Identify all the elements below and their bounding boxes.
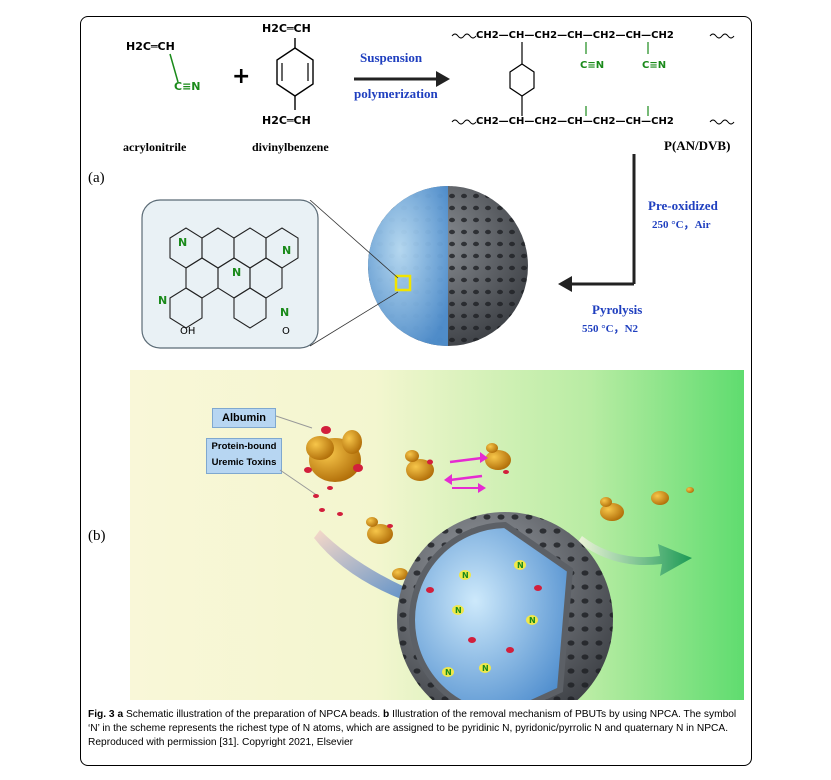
structure-n-4: N bbox=[158, 294, 168, 307]
reaction-line1: Suspension bbox=[360, 50, 423, 65]
figure-caption: Fig. 3 a Schematic illustration of the p… bbox=[88, 708, 748, 750]
polymer-nitrile-1: C≡N bbox=[580, 60, 605, 71]
albumin-small-2 bbox=[485, 443, 511, 474]
caption-b-text: Illustration of the removal mechanism of… bbox=[88, 709, 737, 748]
npca-bead-a bbox=[368, 186, 528, 346]
bead-n-5: N bbox=[482, 664, 489, 673]
structure-n-5: N bbox=[280, 306, 290, 319]
toxin-label: Protein-bound Uremic Toxins bbox=[206, 438, 282, 474]
step2-title: Pyrolysis bbox=[592, 302, 643, 317]
benzene-ring bbox=[276, 38, 314, 110]
equilibrium-arrows bbox=[444, 452, 488, 493]
albumin-large bbox=[304, 426, 363, 482]
albumin-small-6 bbox=[651, 491, 669, 505]
albumin-small-1 bbox=[405, 450, 434, 481]
caption-a-text: Schematic illustration of the preparatio… bbox=[123, 709, 384, 720]
caption-a: a bbox=[117, 709, 124, 720]
step1-condition: 250 °C，Air bbox=[652, 219, 711, 231]
polymer-top-chain: CH2—CH—CH2—CH—CH2—CH—CH2 bbox=[476, 30, 674, 41]
step1-title: Pre-oxidized bbox=[648, 198, 718, 213]
step2-condition: 550 °C，N2 bbox=[582, 323, 639, 335]
acrylonitrile-vinyl: H2C═CH bbox=[126, 40, 175, 53]
toxin-label-line2: Uremic Toxins bbox=[211, 457, 277, 468]
albumin-small-7 bbox=[686, 487, 694, 493]
reaction-arrow bbox=[354, 71, 450, 87]
acrylonitrile-bond bbox=[169, 53, 179, 83]
polymer-name: P(AN/DVB) bbox=[664, 138, 731, 153]
albumin-small-3 bbox=[366, 517, 393, 544]
bead-n-2: N bbox=[517, 561, 524, 570]
albumin-label: Albumin bbox=[212, 408, 276, 428]
caption-b: b bbox=[383, 709, 390, 720]
polymer-bottom-chain: CH2—CH—CH2—CH—CH2—CH—CH2 bbox=[476, 116, 674, 127]
release-arrow bbox=[578, 536, 692, 576]
structure-n-3: N bbox=[282, 244, 292, 257]
polymer-nitrile-2: C≡N bbox=[642, 60, 667, 71]
panel-b-scene bbox=[275, 415, 694, 700]
toxin-label-line1: Protein-bound bbox=[211, 441, 277, 452]
dvb-top-vinyl: H2C═CH bbox=[262, 22, 311, 35]
albumin-small-4 bbox=[392, 568, 408, 580]
acrylonitrile-name: acrylonitrile bbox=[123, 140, 187, 154]
panel-a-label: (a) bbox=[88, 170, 105, 186]
structure-n-1: N bbox=[178, 236, 188, 249]
albumin-small-5 bbox=[600, 497, 624, 521]
bead-n-4: N bbox=[529, 616, 536, 625]
npca-bead-b bbox=[397, 512, 613, 700]
carbon-structure-inset bbox=[141, 199, 319, 349]
reaction-line2: polymerization bbox=[354, 86, 438, 101]
zoom-lines bbox=[309, 200, 399, 347]
figure-frame bbox=[80, 16, 752, 766]
caption-fig: Fig. 3 bbox=[88, 709, 115, 720]
dvb-name: divinylbenzene bbox=[252, 140, 329, 154]
bead-n-6: N bbox=[445, 668, 452, 677]
process-arrow bbox=[558, 154, 636, 292]
plus-sign: + bbox=[232, 64, 251, 89]
acrylonitrile-nitrile: C≡N bbox=[174, 80, 201, 93]
structure-n-2: N bbox=[232, 266, 242, 279]
panel-b-label: (b) bbox=[88, 528, 106, 544]
dvb-bottom-vinyl: H2C═CH bbox=[262, 114, 311, 127]
structure-o: O bbox=[282, 326, 290, 337]
bead-n-1: N bbox=[462, 571, 469, 580]
polymer-structure bbox=[451, 33, 735, 125]
bead-n-3: N bbox=[455, 606, 462, 615]
structure-oh: OH bbox=[180, 326, 196, 337]
